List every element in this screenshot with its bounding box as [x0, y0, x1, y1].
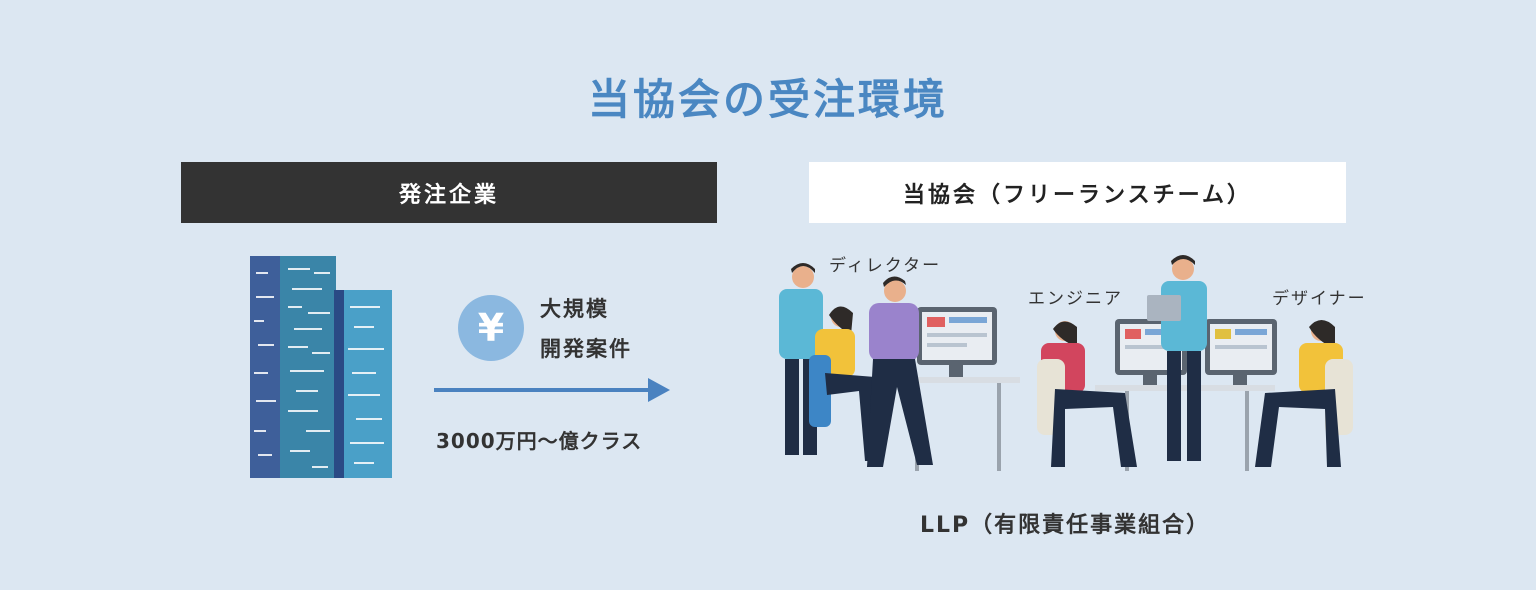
role-label-director: ディレクター	[829, 256, 942, 276]
team-header: 当協会（フリーランスチーム）	[809, 162, 1346, 223]
yen-icon: ¥	[458, 295, 524, 361]
role-label-engineer: エンジニア	[1028, 289, 1123, 309]
role-label-designer: デザイナー	[1272, 289, 1367, 309]
freelance-team-illustration	[779, 255, 1353, 471]
page-title: 当協会の受注環境	[587, 75, 948, 124]
client-header: 発注企業	[181, 162, 717, 223]
order-scale-label: 大規模	[540, 297, 609, 321]
organization-type-label: LLP（有限責任事業組合）	[920, 513, 1211, 538]
office-buildings-illustration	[250, 256, 392, 478]
order-flow-arrow	[434, 378, 670, 402]
order-type-label: 開発案件	[540, 337, 632, 361]
price-range-label: 3000万円〜億クラス	[436, 429, 643, 453]
